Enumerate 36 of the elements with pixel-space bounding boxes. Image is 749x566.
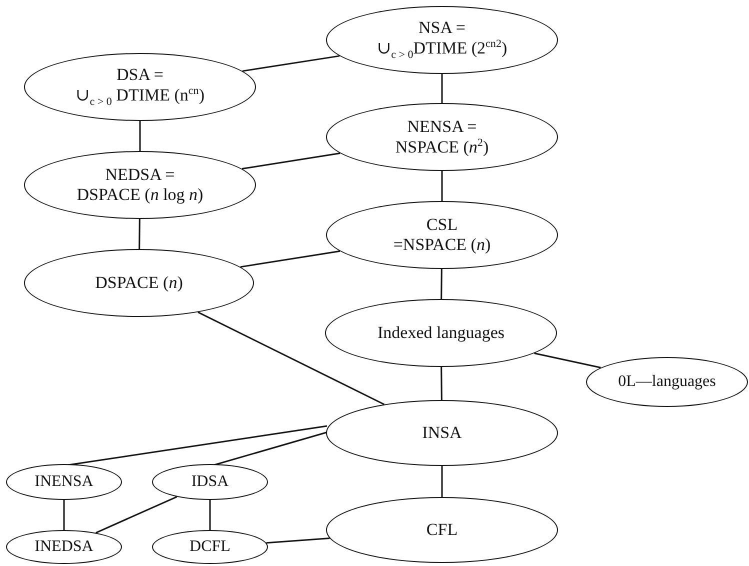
node-label: NENSA =	[407, 117, 477, 137]
connector-line	[242, 152, 340, 170]
connector-line	[96, 496, 178, 534]
connector-line	[441, 74, 443, 103]
connector-line	[63, 500, 65, 530]
node-label: DCFL	[190, 538, 230, 556]
connector-line	[266, 537, 330, 544]
node-label: INENSA	[34, 472, 94, 492]
connector-line	[209, 500, 211, 530]
connector-line	[198, 312, 385, 406]
connector-line	[440, 269, 442, 299]
connector-line	[441, 466, 443, 497]
connector-line	[440, 367, 442, 400]
node-label: DSPACE (n)	[95, 273, 183, 293]
node-label: =NSPACE (n)	[393, 235, 491, 255]
node-label: CFL	[426, 520, 458, 540]
connector-line	[441, 171, 443, 201]
node-label: DSPACE (n log n)	[76, 185, 204, 205]
node-label: CSL	[426, 215, 458, 235]
connector-line	[139, 121, 141, 151]
node-label: NSA =	[418, 18, 466, 38]
connector-line	[214, 431, 328, 466]
node-label: INEDSA	[34, 538, 94, 556]
node-label: Indexed languages	[378, 323, 504, 343]
node-label: NEDSA =	[105, 165, 175, 185]
node-label: 0L—languages	[618, 372, 716, 392]
connector-line	[534, 352, 601, 368]
connector-line	[242, 55, 340, 72]
connector-line	[138, 219, 140, 249]
node-label: INSA	[422, 423, 462, 443]
connector-line	[240, 250, 340, 268]
node-label: ∪$_{c > 0}$ DTIME (n$^{cn}$)	[75, 84, 205, 109]
node-label: NSPACE (n$^{2}$)	[395, 136, 489, 157]
node-label: ∪$_{c > 0}$DTIME (2$^{cn}$$^{2}$)	[376, 38, 508, 62]
node-label: DSA =	[116, 65, 164, 85]
node-label: IDSA	[191, 472, 229, 492]
